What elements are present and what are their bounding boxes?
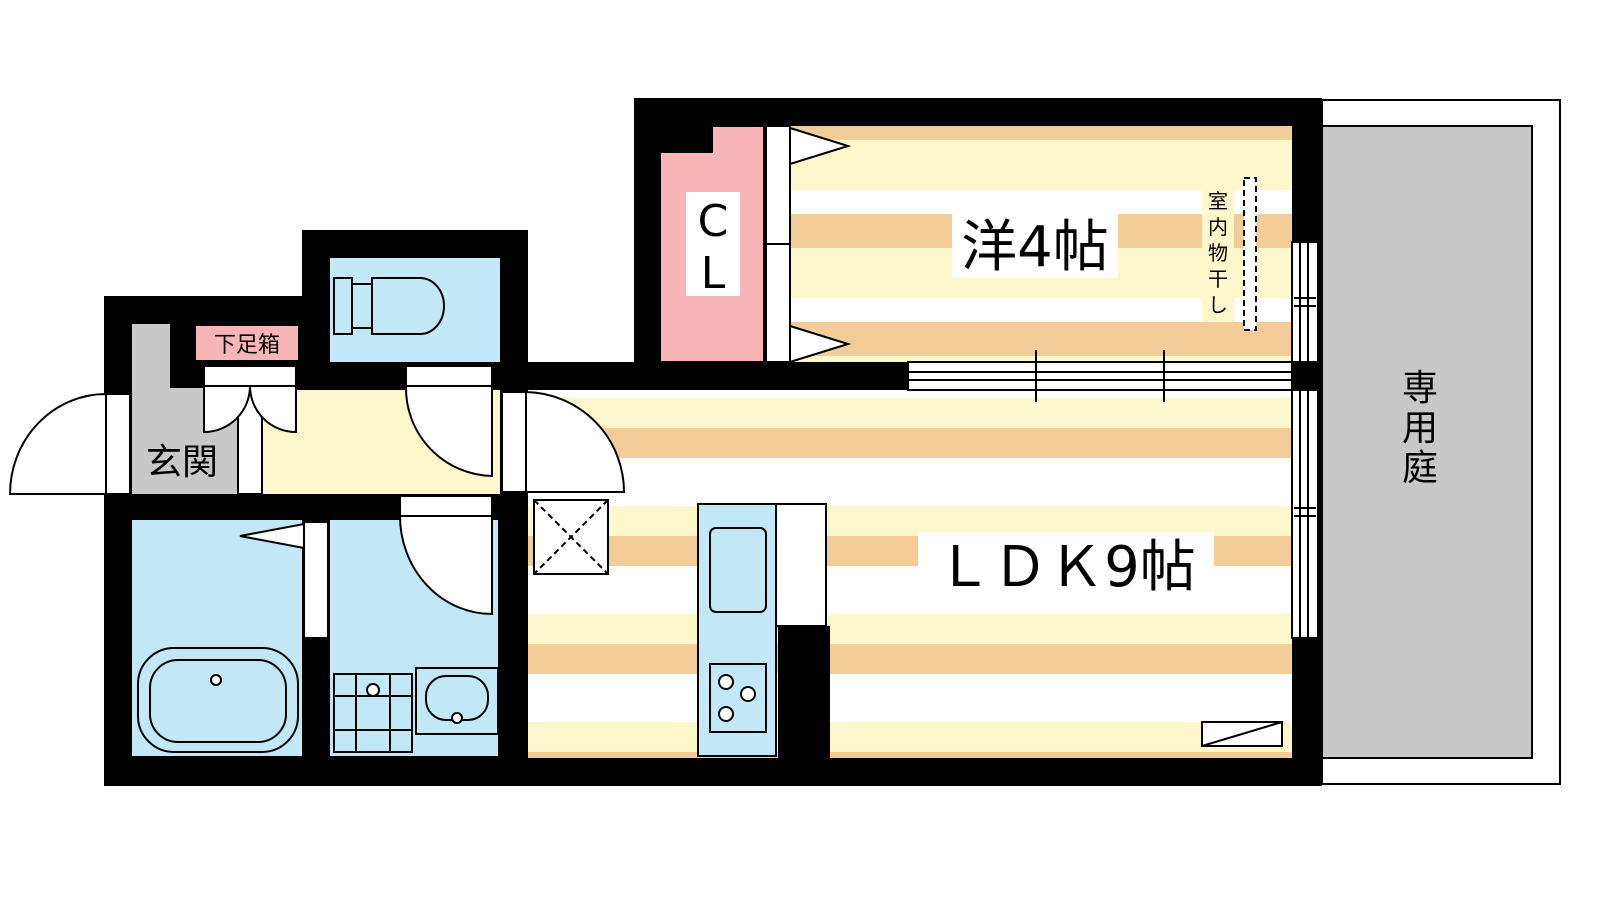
ldk-label-bg — [918, 532, 1214, 600]
drying-label-2: 内 — [1208, 215, 1228, 239]
shoe-box-doors — [203, 365, 297, 434]
closet — [659, 125, 852, 364]
window-ldk — [1291, 389, 1319, 639]
kitchen-counter — [697, 503, 830, 758]
drying-label-3: 物 — [1208, 241, 1228, 265]
western-label-bg — [952, 210, 1118, 278]
sliding-partition — [907, 350, 1293, 402]
window-west — [1291, 241, 1319, 363]
entrance-label-bg — [140, 438, 224, 480]
drying-label-1: 室 — [1208, 189, 1228, 213]
entrance-door — [8, 392, 131, 495]
drying-label-5: し — [1208, 293, 1228, 317]
toilet-room — [330, 258, 500, 362]
garden-label-1: 専 — [1402, 368, 1438, 409]
indoor-drying-rod — [1243, 177, 1257, 331]
floor-storage — [1201, 721, 1283, 747]
shoe-box-label: 下足箱 — [214, 333, 280, 358]
ldk-label: ＬＤＫ9帖 — [936, 535, 1196, 600]
toilet-door — [404, 365, 493, 478]
bathroom — [132, 520, 302, 756]
garden-label-2: 用 — [1402, 408, 1438, 449]
private-garden — [1321, 99, 1561, 785]
garden-label-3: 庭 — [1402, 448, 1438, 489]
washroom-door — [398, 495, 493, 616]
drying-label-bg — [1202, 186, 1234, 322]
drying-label-4: 干 — [1208, 267, 1228, 291]
western-room-label: 洋4帖 — [961, 215, 1109, 280]
ldk-door — [501, 390, 626, 493]
bathroom-door — [239, 521, 329, 639]
entrance-label: 玄関 — [146, 442, 218, 483]
closet-label-l: L — [701, 248, 726, 299]
refrigerator-space — [533, 499, 609, 575]
closet-label-c: C — [698, 196, 729, 247]
